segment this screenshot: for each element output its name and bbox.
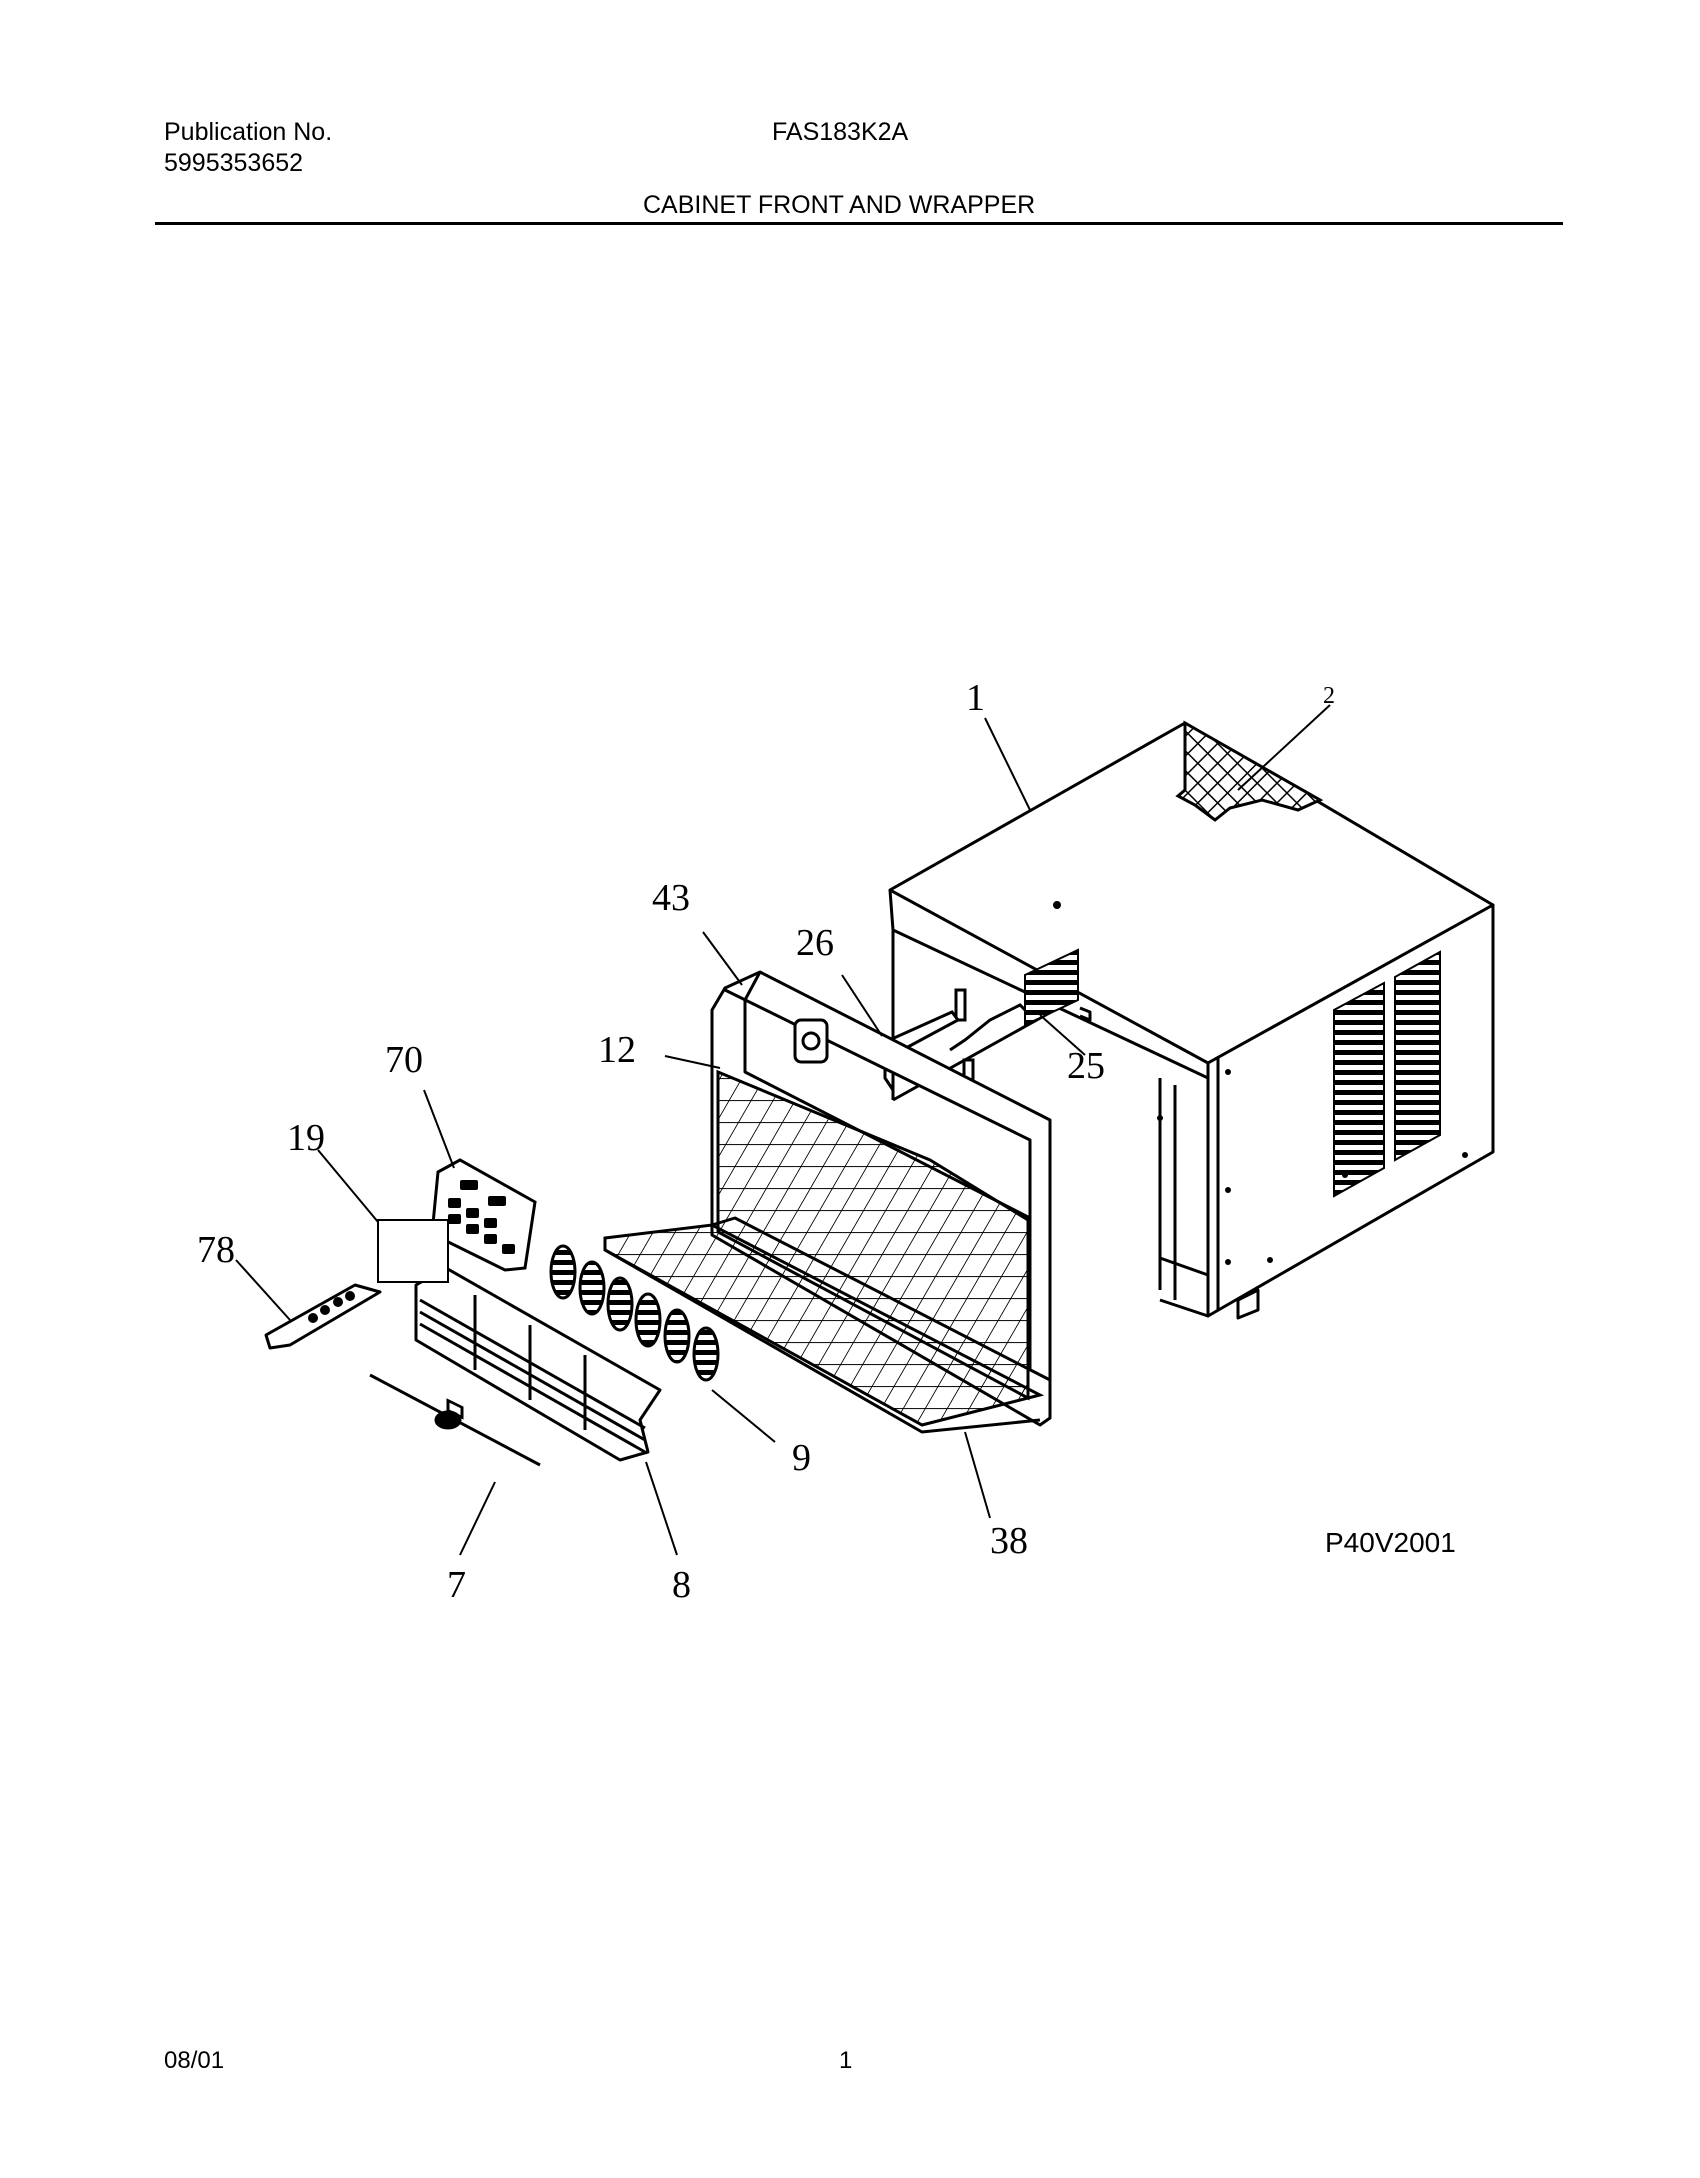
cabinet-side-louvers [1333,950,1441,1198]
callout-78: 78 [197,1229,235,1271]
filter-tray-edge [604,1248,1041,1434]
callout-26: 26 [796,922,834,964]
callout-70: 70 [385,1039,423,1081]
callout-38: 38 [990,1520,1028,1562]
filter-frame [716,1069,1030,1401]
back-panel-mesh [1175,720,1324,822]
remote-control [264,1283,382,1350]
callout-9: 9 [792,1437,811,1479]
callout-19: 19 [287,1117,325,1159]
footer-page-number: 1 [839,2047,853,2074]
wrapper-slots [949,948,1079,1098]
leader-lines [235,704,1331,1556]
footer-date: 08/01 [164,2047,225,2074]
callout-2: 2 [1323,683,1335,709]
model-number: FAS183K2A [772,118,909,146]
filter-tray [603,1223,1045,1427]
louver-linkage [369,1373,541,1467]
section-title: CABINET FRONT AND WRAPPER [643,191,1036,219]
front-grille [414,1266,662,1462]
callout-7: 7 [447,1564,466,1606]
callout-25: 25 [1067,1045,1105,1087]
publication-number: 5995353652 [164,149,304,177]
callout-12: 12 [598,1029,636,1071]
louver-set [549,1244,720,1382]
header-rule [155,222,1563,225]
publication-label: Publication No. [164,118,333,146]
callout-8: 8 [672,1564,691,1606]
label-sheet [377,1219,449,1283]
callout-43: 43 [652,877,690,919]
cabinet-details [1053,901,1468,1265]
callout-1: 1 [966,677,985,719]
control-panel [430,1158,537,1420]
drawing-code: P40V2001 [1325,1527,1456,1558]
